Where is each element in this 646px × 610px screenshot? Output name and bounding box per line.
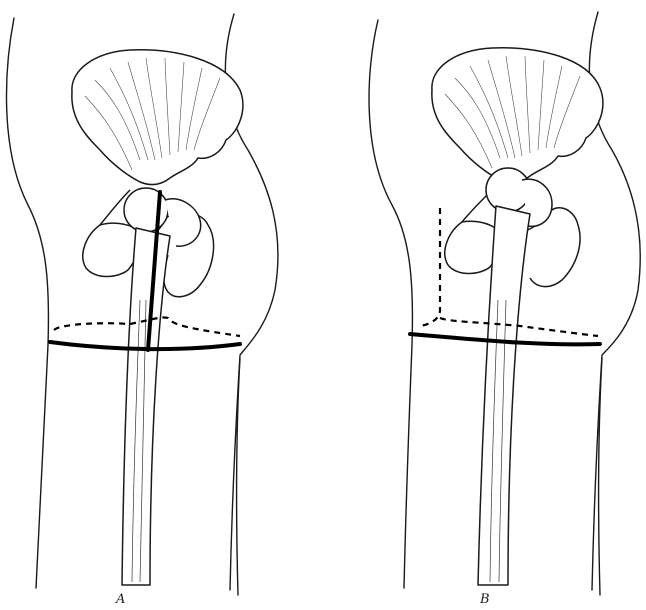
panel-b-ilium: [432, 48, 603, 183]
panel-b: [369, 12, 640, 595]
panel-a-label: A: [116, 592, 125, 607]
panel-b-body-outline-left: [369, 20, 412, 588]
panel-b-label: B: [480, 592, 490, 607]
panel-a-body-outline-left: [6, 18, 48, 588]
panel-a-ilium: [72, 50, 243, 185]
panel-a: [6, 14, 277, 595]
panel-a-femur-shaft: [122, 228, 170, 585]
